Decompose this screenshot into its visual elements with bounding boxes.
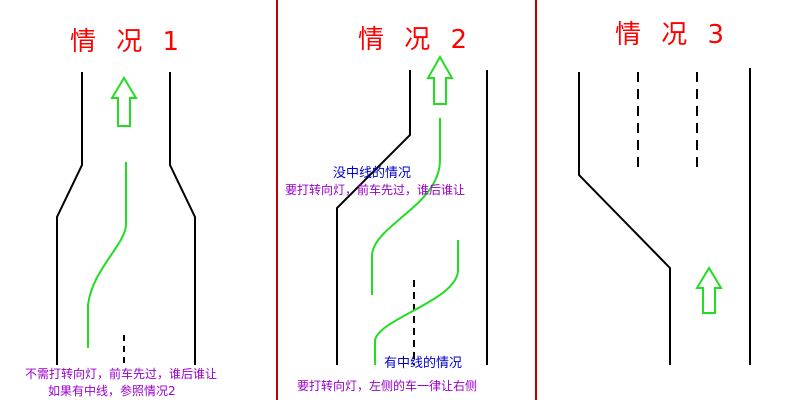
up-arrow-icon (695, 266, 723, 314)
road-edge-left (578, 72, 671, 365)
center-note: 要打转向灯，左侧的车一律让右侧 (297, 378, 477, 393)
no-center-note: 要打转向灯，前车先过，谁后谁让 (285, 182, 465, 197)
panel-2-title: 情 况 2 (358, 25, 473, 55)
panel-3: 情 况 3 (578, 20, 751, 365)
panel-2: 情 况 2 没中线的情况 要打转向灯，前车先过，谁后谁让 有中线的情况 要打转向… (285, 25, 488, 393)
panel-1-note-line1: 不需打转向灯，前车先过，谁后谁让 (25, 366, 217, 381)
up-arrow-icon (110, 76, 138, 127)
road-edge-left (336, 70, 411, 365)
merge-path-no-center (371, 118, 441, 295)
panel-1: 情 况 1 不需打转向灯，前车先过，谁后谁让 如果有中线，参照情况2 (25, 27, 217, 398)
no-center-heading: 没中线的情况 (333, 165, 411, 181)
merge-path (87, 162, 127, 348)
road-edge-left (56, 72, 83, 365)
center-heading: 有中线的情况 (384, 355, 462, 371)
panel-1-note-line2: 如果有中线，参照情况2 (48, 383, 176, 398)
merge-path-center (374, 240, 459, 365)
panel-3-title: 情 况 3 (615, 20, 730, 50)
panel-1-title: 情 况 1 (70, 27, 185, 57)
road-edge-right (169, 72, 196, 365)
up-arrow-icon (426, 54, 454, 105)
